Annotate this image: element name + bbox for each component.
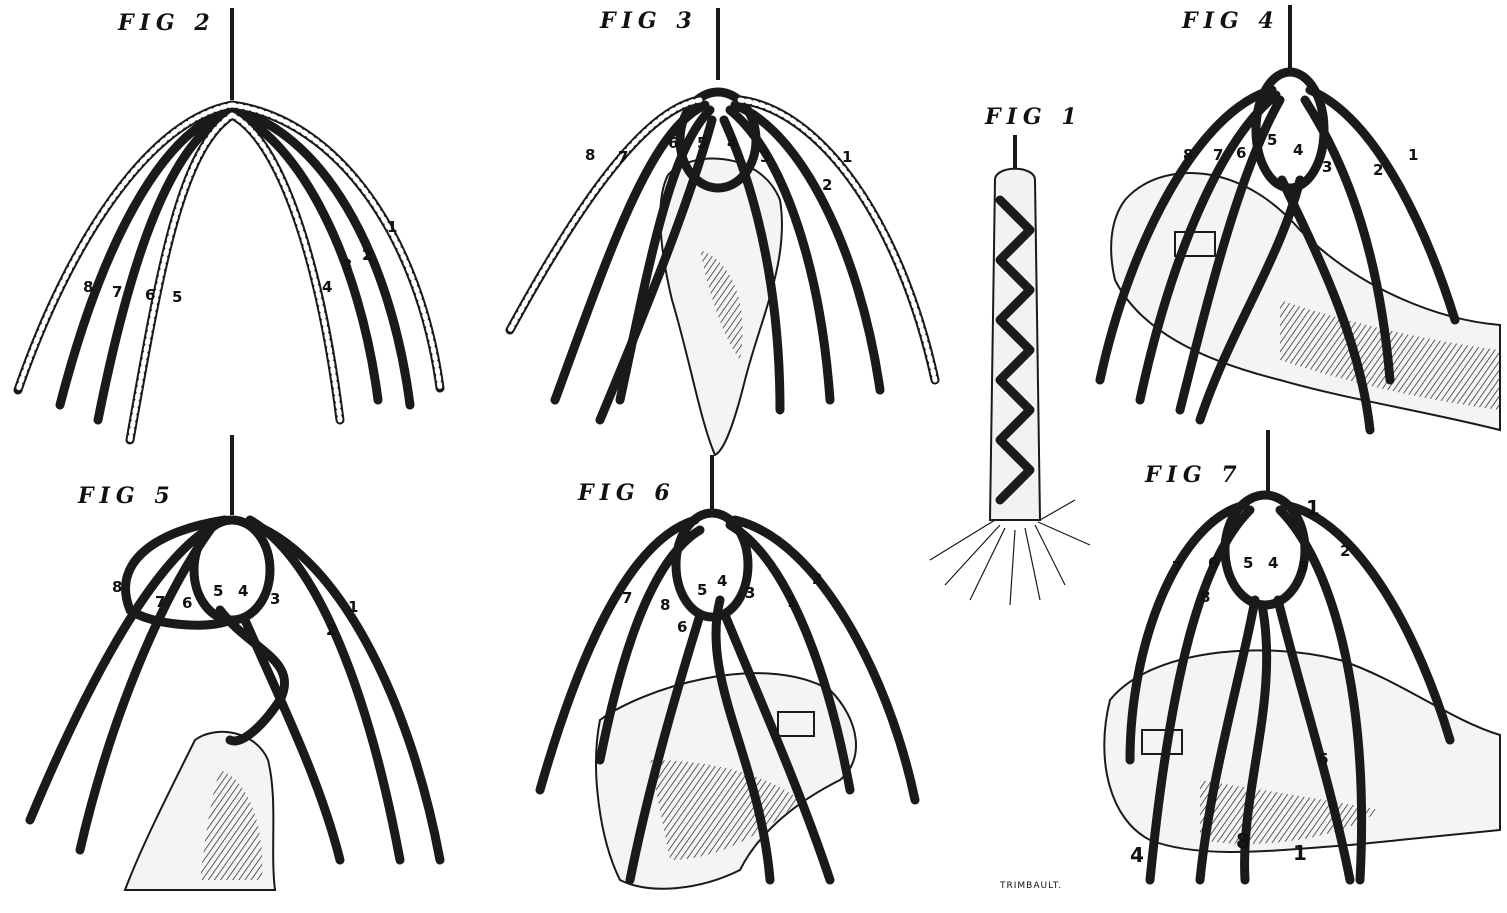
figure-5-strand-8: 8 [112,578,122,596]
figure-6-title: FIG 6 [577,480,676,506]
figure-5-strand-2: 2 [326,621,336,639]
figure-6-strand-5: 5 [697,581,707,599]
figure-7: FIG 7 1 7 6 5 4 3 2 8 6 4 8 1 [1104,430,1500,880]
figure-3-strand-3: 3 [760,148,770,166]
figure-3-hand [660,159,782,455]
figure-4: FIG 4 8 7 6 5 4 3 2 1 [1100,5,1500,430]
figure-3-strand-5: 5 [697,134,707,152]
figure-3: FIG 3 8 7 6 5 4 3 2 1 [510,8,935,455]
figure-2-title: FIG 2 [117,10,216,36]
figure-7-strand-4-top: 4 [1268,554,1278,572]
figure-4-strand-6: 6 [1236,144,1246,162]
figure-7-strand-6-bottom: 6 [1318,750,1328,768]
figure-6-strand-4: 4 [717,572,727,590]
figure-3-strand-7: 7 [618,148,628,166]
figure-3-strand-2: 2 [822,176,832,194]
figure-7-strand-3: 3 [1298,558,1308,576]
figure-6-strand-6: 6 [677,618,687,636]
figure-4-strand-5: 5 [1267,131,1277,149]
figure-4-strand-8: 8 [1183,146,1193,164]
figure-7-strand-2: 2 [1340,542,1350,560]
figure-6-thumbnail [778,712,814,736]
figure-7-title: FIG 7 [1144,462,1243,488]
figure-5-title: FIG 5 [77,483,176,509]
figure-4-title: FIG 4 [1181,8,1280,34]
figure-6-strand-8: 8 [660,596,670,614]
figure-6: FIG 6 7 8 6 5 4 3 1 2 [540,455,915,889]
figure-1-braided-sinnet [930,169,1090,605]
engraver-signature: TRIMBAULT. [999,881,1062,891]
figure-4-strand-2: 2 [1373,161,1383,179]
figure-5-strand-3: 3 [270,590,280,608]
figure-7-strand-1-bottom: 1 [1293,841,1307,865]
figure-3-strand-8: 8 [585,146,595,164]
figure-7-strand-4-bottom: 4 [1130,843,1144,867]
figure-4-strand-1: 1 [1408,146,1418,164]
figure-5: FIG 5 8 7 6 5 4 3 2 1 [30,435,440,890]
figure-3-title: FIG 3 [599,8,698,34]
figure-3-strand-4: 4 [727,134,737,152]
figure-2-strand-1: 1 [387,218,397,236]
figure-5-strand-4: 4 [238,582,248,600]
figure-2-strand-4: 4 [322,278,332,296]
figure-2-strand-7: 7 [112,283,122,301]
figure-2-strand-6: 6 [145,286,155,304]
figure-3-strand-1: 1 [842,148,852,166]
figure-2-strand-8: 8 [83,278,93,296]
figure-5-hand [125,732,275,890]
figure-5-strand-7: 7 [155,593,165,611]
figure-7-strand-6-top: 6 [1208,554,1218,572]
figure-6-strand-2: 2 [812,570,822,588]
figure-2-strand-2: 2 [362,246,372,264]
figure-7-strand-1-top: 1 [1306,496,1320,520]
figure-4-strand-3: 3 [1322,158,1332,176]
figure-1-title: FIG 1 [984,104,1083,130]
figure-7-strand-8-bottom: 8 [1236,829,1250,853]
figure-2: FIG 2 8 7 6 5 4 3 2 1 [18,8,440,440]
figure-2-strands [18,105,440,440]
figure-7-strand-7: 7 [1172,558,1182,576]
figure-6-strand-1: 1 [787,593,797,611]
figure-4-strand-4: 4 [1293,141,1303,159]
figure-6-strand-3: 3 [745,584,755,602]
figure-6-strand-7: 7 [622,589,632,607]
figure-4-strand-7: 7 [1213,146,1223,164]
figure-1: FIG 1 [930,104,1090,605]
figure-2-strand-3: 3 [342,256,352,274]
figure-7-strand-5: 5 [1243,554,1253,572]
figure-3-strand-6: 6 [668,134,678,152]
figure-5-strand-1: 1 [348,598,358,616]
figure-5-strand-5: 5 [213,582,223,600]
figure-5-strand-6: 6 [182,594,192,612]
figure-2-strand-5: 5 [172,288,182,306]
figure-7-strand-8-top: 8 [1200,588,1210,606]
